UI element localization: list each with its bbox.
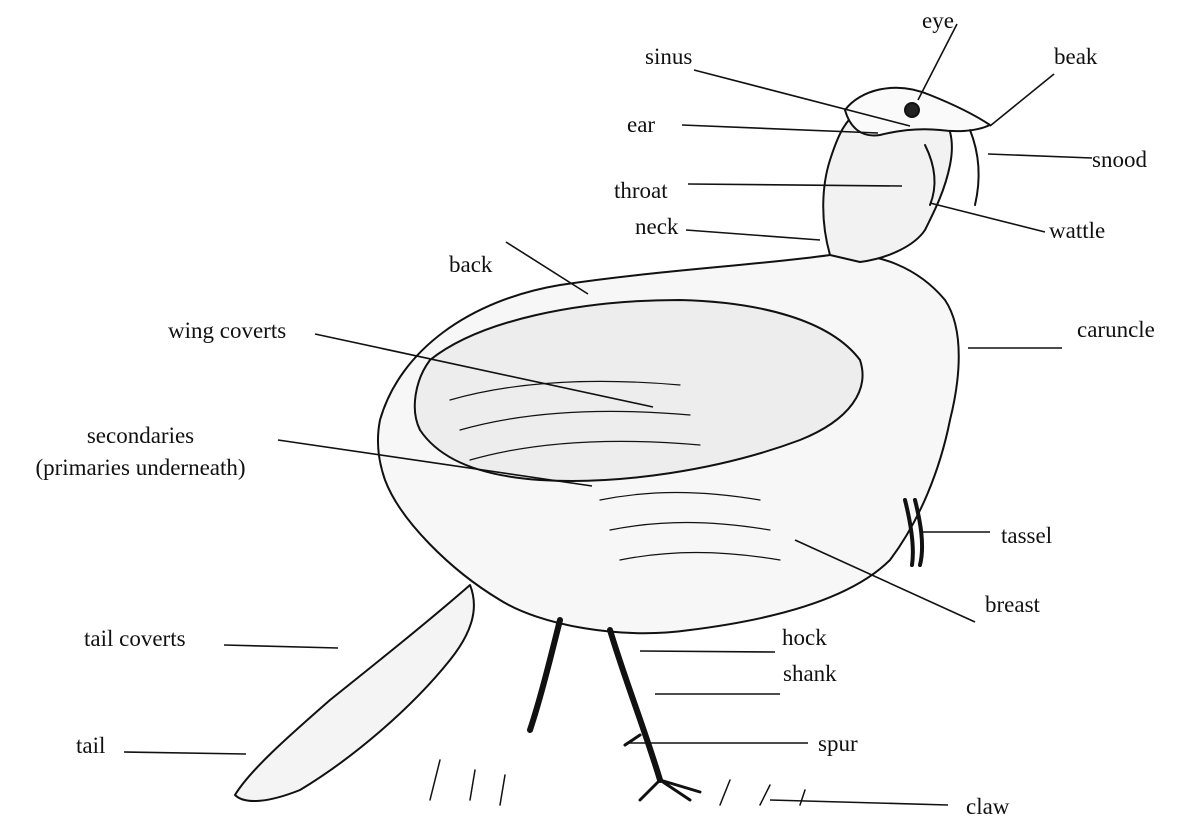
leader-beak: [990, 74, 1054, 126]
leader-tail-coverts: [224, 645, 338, 648]
label-secondaries: secondaries: [8, 423, 273, 449]
label-shank: shank: [783, 661, 837, 687]
grass: [430, 760, 805, 805]
label-tassel: tassel: [1001, 523, 1052, 549]
claw-mark: [640, 780, 700, 800]
leader-hock: [640, 651, 775, 652]
label-primaries-underneath: (primaries underneath): [8, 455, 273, 481]
label-beak: beak: [1054, 44, 1097, 70]
leader-snood: [988, 154, 1092, 158]
left-leg: [530, 620, 560, 730]
label-hock: hock: [782, 625, 827, 651]
label-sinus: sinus: [645, 44, 692, 70]
label-wing-coverts: wing coverts: [168, 318, 286, 344]
label-caruncle: caruncle: [1077, 317, 1155, 343]
label-spur: spur: [818, 731, 858, 757]
right-leg: [610, 630, 660, 780]
eye-mark: [905, 103, 919, 117]
label-back: back: [449, 252, 492, 278]
label-snood: snood: [1092, 147, 1147, 173]
leader-wattle: [930, 203, 1045, 232]
label-eye: eye: [922, 8, 954, 34]
leader-back: [506, 242, 588, 294]
label-claw: claw: [966, 794, 1009, 820]
leader-eye: [918, 24, 957, 100]
leader-neck: [686, 230, 820, 240]
label-throat: throat: [614, 178, 668, 204]
leader-claw: [770, 800, 948, 805]
label-breast: breast: [985, 592, 1040, 618]
label-tail: tail: [76, 733, 105, 759]
snood-mark: [970, 130, 979, 205]
label-neck: neck: [635, 214, 678, 240]
label-wattle: wattle: [1049, 218, 1105, 244]
label-tail-coverts: tail coverts: [84, 626, 186, 652]
leader-tail: [124, 752, 246, 754]
label-ear: ear: [627, 112, 655, 138]
